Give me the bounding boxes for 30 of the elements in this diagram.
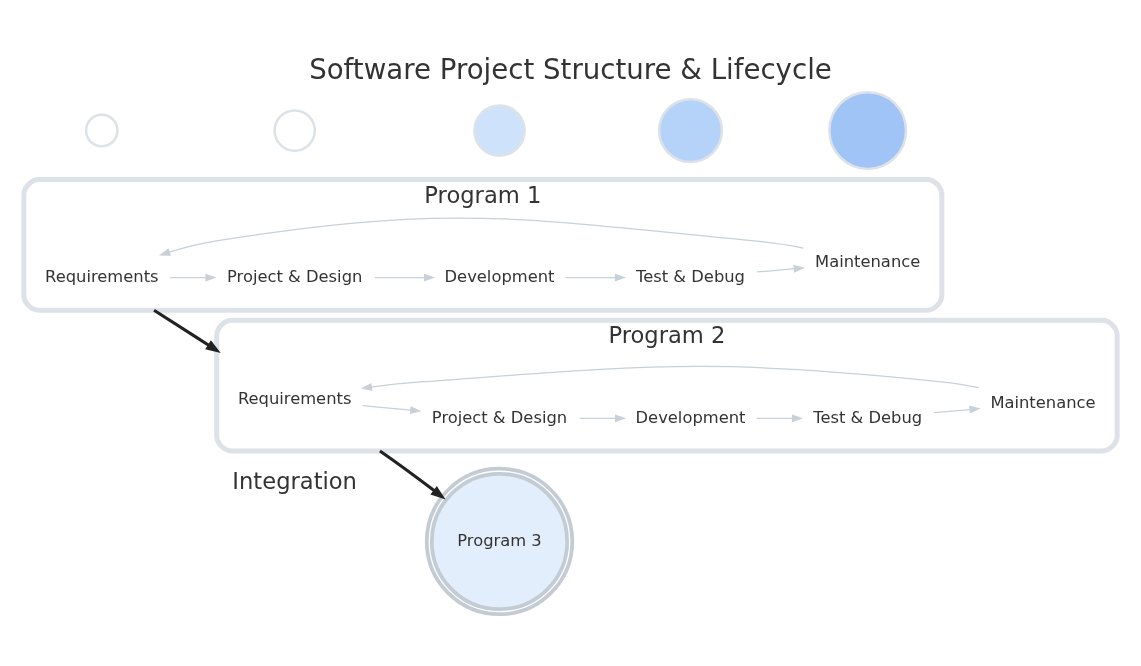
node-circle: Program 3 (424, 466, 575, 617)
node-text: Development (635, 407, 746, 427)
node-text: Project & Design (431, 407, 568, 427)
arrow (153, 308, 221, 353)
node-text: Development (444, 266, 555, 286)
label: Integration (232, 468, 357, 495)
arrow (360, 365, 980, 391)
node-circle (828, 91, 908, 171)
node-text: Requirements (237, 388, 352, 408)
arrow (159, 217, 804, 256)
node-text: Test & Debug (813, 407, 923, 427)
arrow (374, 273, 436, 282)
node-text: Maintenance (815, 251, 921, 271)
arrow (933, 405, 981, 414)
node-text: Maintenance (990, 392, 1096, 412)
node-text: Test & Debug (636, 266, 745, 286)
node-circle (273, 109, 317, 152)
arrow (756, 414, 804, 423)
node-circle (657, 97, 724, 164)
node-text: Requirements (45, 266, 159, 286)
arrow (362, 405, 422, 415)
arrow (756, 264, 805, 273)
node-circle (84, 113, 119, 148)
arrow (578, 414, 627, 423)
diagram-title: Software Project Structure & Lifecycle (309, 53, 832, 87)
arrow (565, 273, 627, 282)
node-text: Project & Design (226, 266, 363, 286)
arrow (379, 449, 446, 500)
node-circle (473, 104, 526, 157)
arrow (169, 273, 217, 282)
